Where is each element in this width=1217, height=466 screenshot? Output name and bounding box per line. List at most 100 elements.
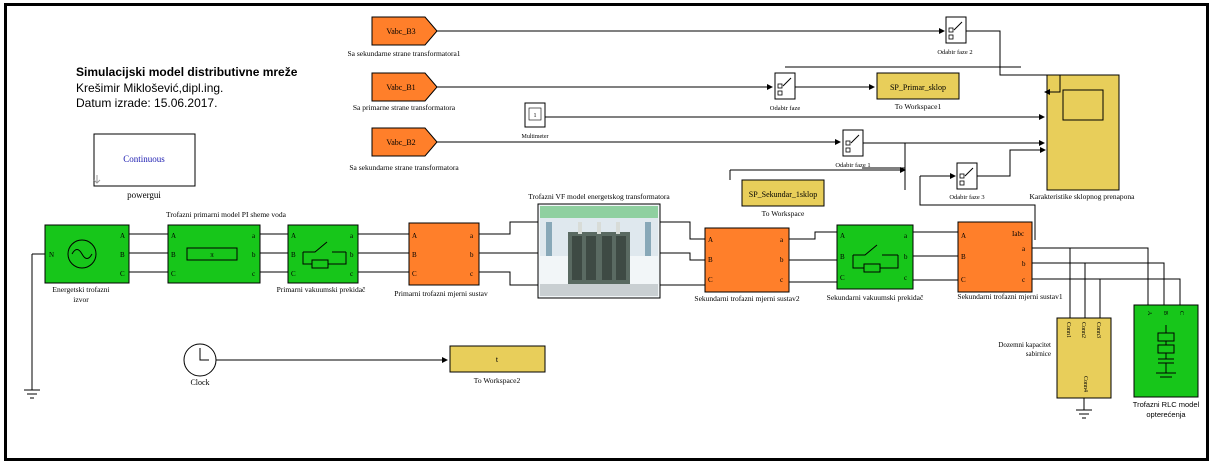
port-label: A <box>120 232 125 240</box>
clock-icon <box>199 348 209 361</box>
scope-label: Karakteristike sklopnog prenapona <box>1030 192 1136 201</box>
port-label: a <box>904 232 908 240</box>
port-label: a <box>470 232 474 240</box>
source-block[interactable]: N A B C <box>44 224 130 284</box>
goto-vabc-b2-label: Sa sekundarne strane transformatora <box>349 163 459 172</box>
port-label: Conn3 <box>1095 322 1101 338</box>
capacitor-block[interactable]: Conn1 Conn2 Conn3 Conn4 <box>1056 317 1112 399</box>
selector-faze[interactable] <box>774 72 796 100</box>
port-label: a <box>252 232 256 240</box>
port-label: C <box>120 270 125 278</box>
meas-secondary1-label: Sekundarni trofazni mjerni sustav1 <box>957 292 1062 301</box>
pi-line-block[interactable]: π A B C a b c <box>167 224 261 284</box>
clock-block[interactable] <box>183 343 217 377</box>
port-label: C <box>412 270 417 278</box>
port-label: a <box>780 236 784 244</box>
port-label: A <box>171 232 176 240</box>
port-label: b <box>252 251 256 259</box>
selector-faze1[interactable] <box>842 129 864 157</box>
to-workspace1-block[interactable]: SP_Primar_sklop <box>876 72 960 100</box>
workspace-var: SP_Sekundar_1sklop <box>749 190 817 199</box>
port-label: b <box>780 256 784 264</box>
meas-secondary2-block[interactable]: A B C a b c <box>704 227 790 293</box>
port-label: Conn1 <box>1065 322 1071 338</box>
selector-faze1-label: Odabir faze 1 <box>835 162 870 169</box>
model-author: Krešimir Miklošević,dipl.ing. <box>76 81 223 95</box>
port-label: B <box>412 251 417 259</box>
transformer-label: Trofazni VF model energetskog transforma… <box>528 192 670 201</box>
port-label: b <box>470 251 474 259</box>
port-label: B <box>708 256 713 264</box>
port-label: B <box>291 251 296 259</box>
ground-icon <box>1076 398 1092 419</box>
port-label: B <box>961 253 966 261</box>
arrow-down-icon <box>93 175 101 184</box>
rlc-label: Trofazni RLC model <box>1133 400 1200 409</box>
meas-secondary1-block[interactable]: A B C Iabc a b c <box>957 221 1033 293</box>
svg-text:π: π <box>210 251 214 259</box>
multimeter-block[interactable]: 1 <box>524 102 546 128</box>
capacitor-label: Dozemni kapacitet <box>998 341 1051 349</box>
port-label: b <box>1022 260 1026 268</box>
to-workspace-label: To Workspace <box>762 209 805 218</box>
meas-primary-label: Primarni trofazni mjerni sustav <box>394 289 488 298</box>
to-workspace-block[interactable]: SP_Sekundar_1sklop <box>741 179 825 207</box>
powergui-mode: Continuous <box>123 154 165 164</box>
port-label: c <box>780 276 783 284</box>
port-label: b <box>350 251 354 259</box>
meas-secondary2-label: Sekundarni trofazni mjerni sustav2 <box>694 294 799 303</box>
port-label: a <box>350 232 354 240</box>
clock-label: Clock <box>190 378 209 387</box>
multimeter-label: Multimeter <box>522 134 549 140</box>
port-label: B <box>120 251 125 259</box>
selector-faze2[interactable] <box>945 16 967 44</box>
goto-vabc-b3-label: Sa sekundarne strane transformatora1 <box>347 49 460 58</box>
rlc-block[interactable]: A B C <box>1133 304 1199 398</box>
powergui-block[interactable]: Continuous <box>93 133 196 187</box>
to-workspace2-block[interactable]: t <box>449 345 546 373</box>
port-label: Conn4 <box>1082 376 1088 392</box>
rlc-label-2: opterećenja <box>1146 410 1186 419</box>
goto-vabc-b2[interactable]: Vabc_B2 <box>371 127 438 157</box>
port-label: A <box>412 232 417 240</box>
port-label: C <box>708 276 713 284</box>
port-label: Iabc <box>1012 230 1024 238</box>
port-label: C <box>291 270 296 278</box>
port-label: c <box>1022 276 1025 284</box>
ground-icon <box>24 253 45 399</box>
workspace-var: t <box>496 355 499 364</box>
breaker-secondary-block[interactable]: A B C a b c <box>836 224 914 290</box>
port-label: B <box>171 251 176 259</box>
capacitor-label-2: sabirnice <box>1026 350 1051 358</box>
meas-primary-block[interactable]: A B C a b c <box>408 222 480 286</box>
port-label: b <box>904 253 908 261</box>
selector-faze2-label: Odabir faze 2 <box>937 49 972 56</box>
goto-tag-name: Vabc_B3 <box>386 27 415 36</box>
powergui-label: powergui <box>127 190 161 200</box>
to-workspace2-label: To Workspace2 <box>474 376 521 385</box>
goto-vabc-b1[interactable]: Vabc_B1 <box>371 72 438 102</box>
port-label: C <box>1178 311 1184 315</box>
port-label: c <box>904 274 907 282</box>
source-label: Energetski trofazni <box>52 285 109 294</box>
model-date: Datum izrade: 15.06.2017. <box>76 96 217 110</box>
port-label: A <box>291 232 296 240</box>
port-label: B <box>1162 311 1168 315</box>
port-label: C <box>961 276 966 284</box>
port-label: c <box>350 270 353 278</box>
source-label-2: izvor <box>73 295 89 304</box>
breaker-primary-block[interactable]: A B C a b c <box>287 224 359 284</box>
selector-faze3[interactable] <box>956 162 978 190</box>
port-label: c <box>252 270 255 278</box>
goto-vabc-b3[interactable]: Vabc_B3 <box>371 16 438 46</box>
port-label: Conn2 <box>1080 322 1086 338</box>
scope-block[interactable] <box>1046 74 1120 191</box>
selector-faze-label: Odabir faze <box>770 105 801 112</box>
port-label: C <box>171 270 176 278</box>
goto-tag-name: Vabc_B1 <box>386 83 415 92</box>
multimeter-value: 1 <box>534 113 537 119</box>
to-workspace1-label: To Workspace1 <box>895 102 942 111</box>
port-label: c <box>470 270 473 278</box>
transformer-block[interactable] <box>537 203 661 299</box>
